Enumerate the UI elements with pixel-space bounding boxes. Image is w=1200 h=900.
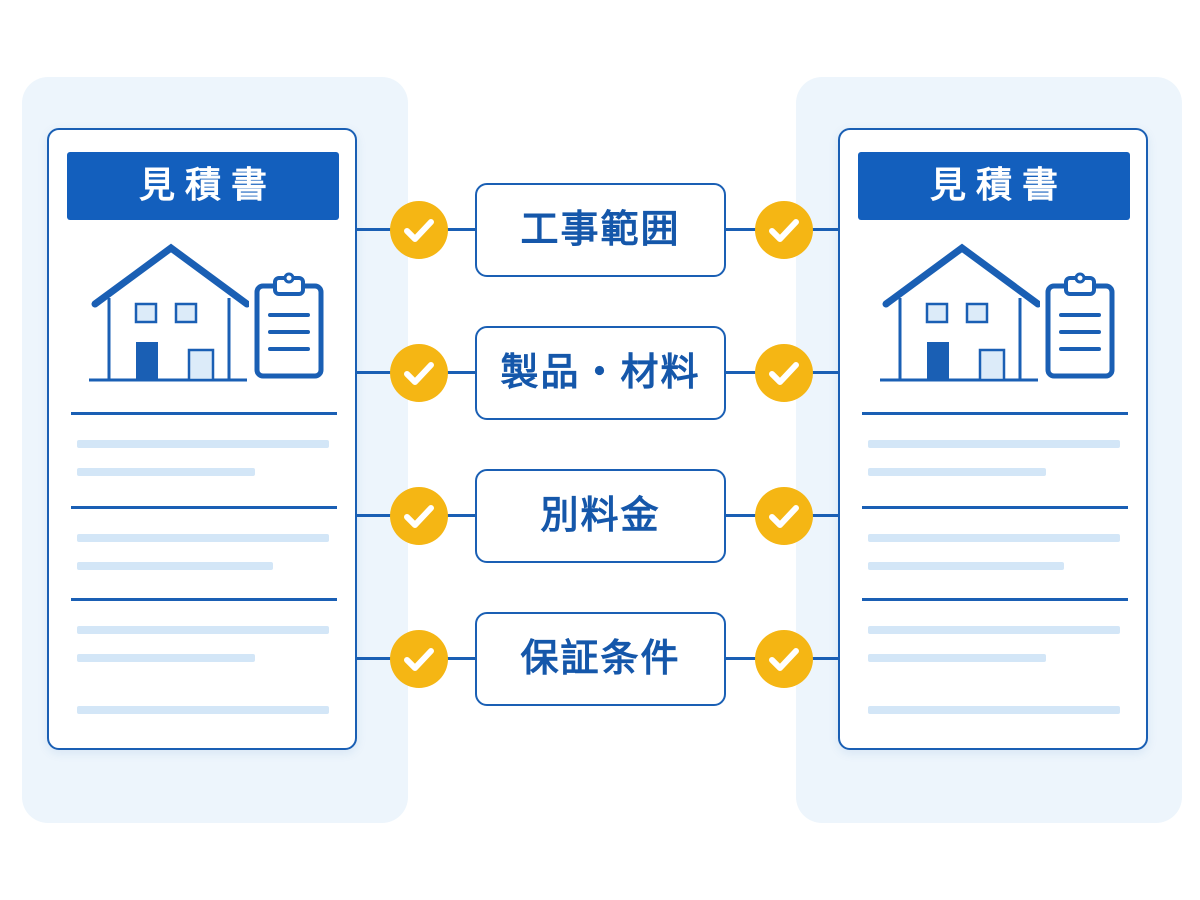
check-icon <box>390 487 448 545</box>
section-divider <box>862 598 1128 601</box>
item-label-extra-charges: 別料金 <box>475 469 726 563</box>
check-icon <box>390 201 448 259</box>
section-divider <box>862 506 1128 509</box>
text-line-placeholder <box>77 654 255 662</box>
right-estimate-document: 見積書 <box>838 128 1148 750</box>
item-label-products-materials: 製品・材料 <box>475 326 726 420</box>
section-divider <box>71 412 337 415</box>
section-divider <box>71 598 337 601</box>
item-label-warranty-terms: 保証条件 <box>475 612 726 706</box>
text-line-placeholder <box>77 534 329 542</box>
item-label-construction-scope: 工事範囲 <box>475 183 726 277</box>
house-icon <box>880 243 1040 382</box>
text-line-placeholder <box>77 440 329 448</box>
text-line-placeholder <box>77 562 273 570</box>
document-title: 見積書 <box>67 152 339 220</box>
text-line-placeholder <box>868 468 1046 476</box>
text-line-placeholder <box>77 626 329 634</box>
text-line-placeholder <box>868 440 1120 448</box>
text-line-placeholder <box>77 468 255 476</box>
check-icon <box>755 201 813 259</box>
text-line-placeholder <box>868 562 1064 570</box>
section-divider <box>71 506 337 509</box>
text-line-placeholder <box>868 626 1120 634</box>
document-title: 見積書 <box>858 152 1130 220</box>
check-icon <box>755 487 813 545</box>
text-line-placeholder <box>868 706 1120 714</box>
clipboard-icon <box>1045 272 1115 379</box>
text-line-placeholder <box>77 706 329 714</box>
left-estimate-document: 見積書 <box>47 128 357 750</box>
text-line-placeholder <box>868 534 1120 542</box>
clipboard-icon <box>254 272 324 379</box>
check-icon <box>755 344 813 402</box>
house-icon <box>89 243 249 382</box>
section-divider <box>862 412 1128 415</box>
check-icon <box>390 630 448 688</box>
check-icon <box>390 344 448 402</box>
text-line-placeholder <box>868 654 1046 662</box>
check-icon <box>755 630 813 688</box>
